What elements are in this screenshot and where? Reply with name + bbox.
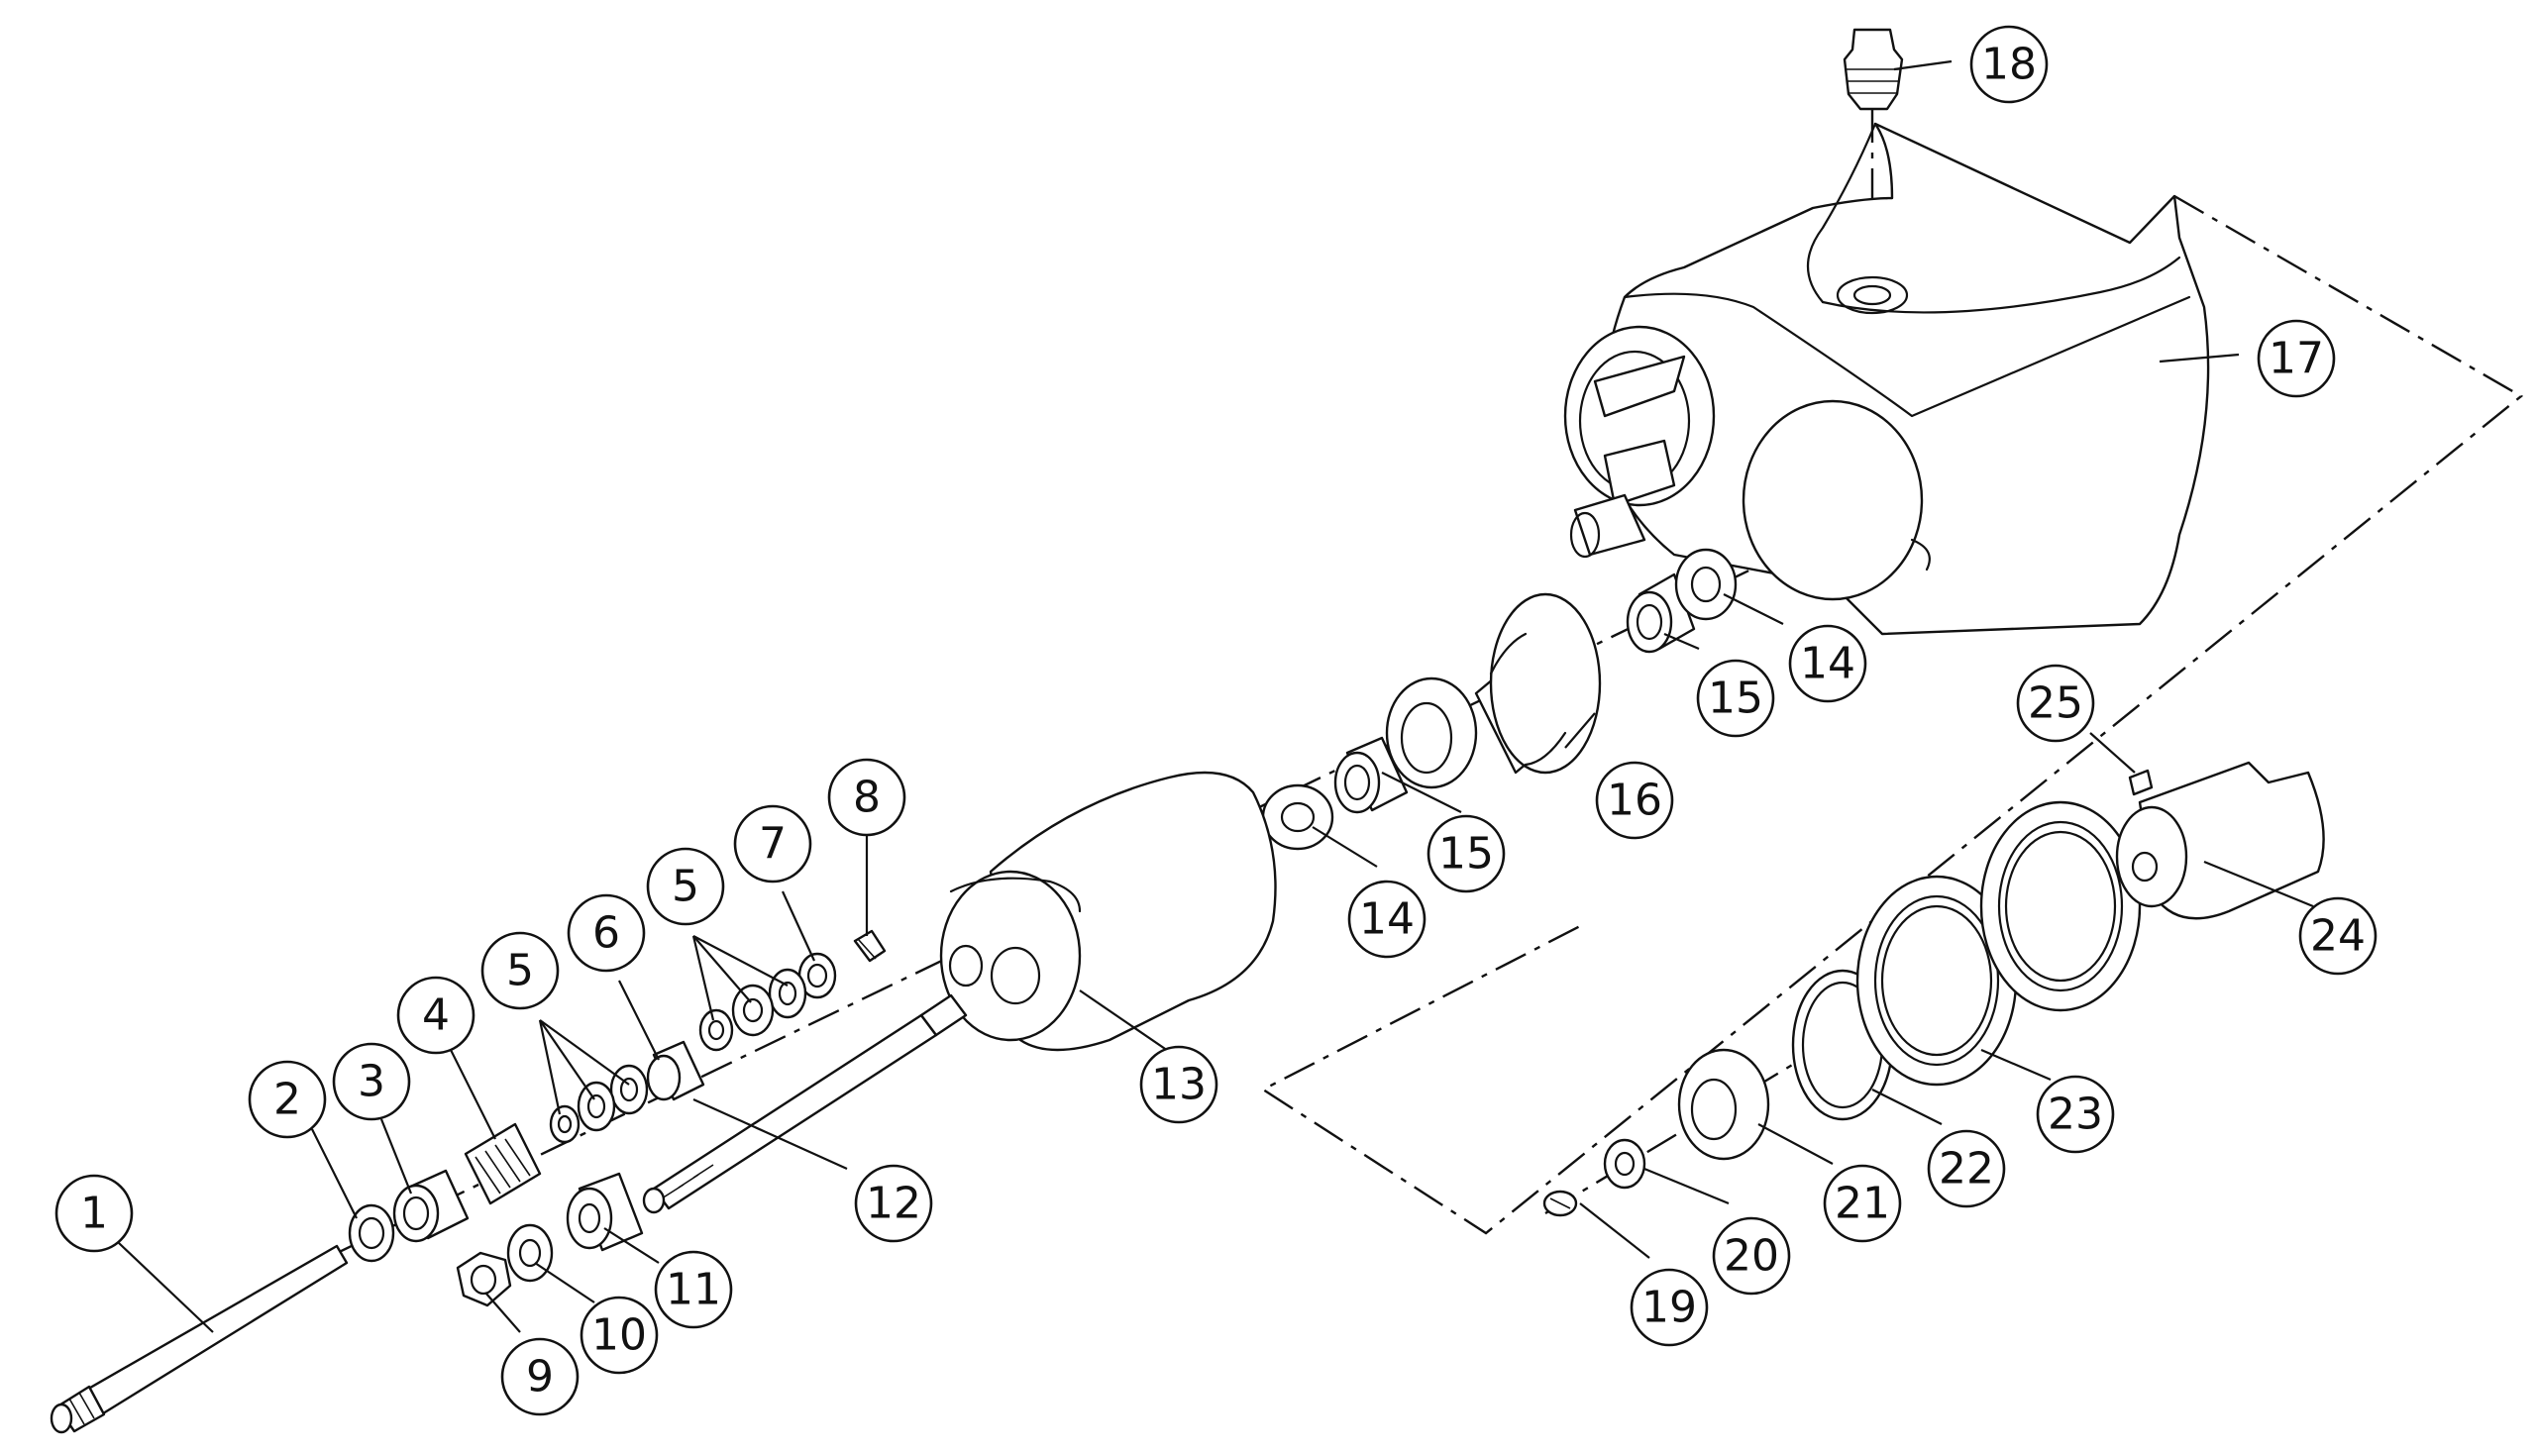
- needle-bearing-3-part: [392, 1169, 470, 1243]
- callout-17: 17: [2257, 319, 2336, 398]
- svg-text:16: 16: [1607, 776, 1662, 826]
- svg-text:13: 13: [1151, 1060, 1207, 1110]
- callout-15-lower: 15: [1426, 814, 1506, 893]
- callout-3: 3: [332, 1042, 411, 1121]
- compound-gear-part: [1385, 592, 1602, 789]
- svg-text:1: 1: [80, 1189, 108, 1239]
- motor-housing-part: [939, 771, 1277, 1052]
- callout-10: 10: [580, 1296, 659, 1375]
- small-screw-part: [853, 929, 887, 963]
- ball-bearing-23b-part: [1979, 800, 2142, 1012]
- needle-bearing-lower-part: [1333, 736, 1409, 814]
- subassembly-dashed-outline: [1260, 194, 2524, 1235]
- callout-21: 21: [1823, 1164, 1902, 1243]
- callout-2: 2: [248, 1060, 327, 1139]
- svg-text:22: 22: [1939, 1144, 1994, 1195]
- needle-bearing-upper-part: [1626, 572, 1696, 654]
- callout-5b: 5: [646, 847, 725, 926]
- callout-25: 25: [2016, 664, 2095, 743]
- callout-19: 19: [1630, 1268, 1709, 1347]
- callout-20: 20: [1712, 1216, 1791, 1296]
- svg-text:14: 14: [1359, 894, 1415, 945]
- callout-11: 11: [654, 1250, 733, 1329]
- pinion-gear-4-part: [464, 1122, 542, 1205]
- callout-23: 23: [2036, 1075, 2115, 1154]
- grease-fitting-part: [1843, 28, 1904, 111]
- output-gear-21-part: [1677, 1048, 1770, 1161]
- svg-text:11: 11: [666, 1265, 721, 1315]
- svg-text:9: 9: [526, 1352, 554, 1403]
- svg-text:15: 15: [1438, 829, 1494, 880]
- svg-text:21: 21: [1835, 1179, 1890, 1229]
- ball-bearing-5a-part: [698, 968, 807, 1052]
- drive-shaft-part: [642, 993, 968, 1214]
- callout-6: 6: [567, 893, 646, 973]
- callout-24: 24: [2298, 896, 2378, 976]
- svg-text:7: 7: [759, 819, 787, 870]
- screw-19-part: [1542, 1190, 1578, 1217]
- svg-text:5: 5: [506, 946, 534, 996]
- svg-text:6: 6: [592, 908, 620, 959]
- svg-text:25: 25: [2028, 678, 2083, 729]
- callout-12: 12: [854, 1164, 933, 1243]
- svg-text:18: 18: [1981, 40, 2037, 90]
- svg-text:12: 12: [866, 1179, 921, 1229]
- svg-text:14: 14: [1800, 639, 1855, 689]
- thrust-washer-lower-part: [1261, 783, 1334, 851]
- thrust-washer-upper-part: [1674, 548, 1738, 621]
- callout-4: 4: [396, 976, 476, 1055]
- svg-text:17: 17: [2269, 334, 2324, 384]
- svg-text:23: 23: [2048, 1090, 2103, 1140]
- key-25-part: [2128, 769, 2154, 796]
- svg-text:4: 4: [422, 990, 450, 1041]
- svg-text:5: 5: [672, 862, 699, 912]
- bearing-sleeve-6-part: [646, 1040, 705, 1101]
- ball-bearing-5b-part: [549, 1064, 649, 1144]
- hex-nut-part: [456, 1251, 512, 1307]
- lock-washer-part: [506, 1223, 554, 1283]
- callout-22: 22: [1927, 1129, 2006, 1208]
- callout-5a: 5: [480, 931, 560, 1010]
- svg-text:2: 2: [273, 1075, 301, 1125]
- washer-20-part: [1603, 1138, 1646, 1190]
- svg-text:19: 19: [1641, 1283, 1697, 1333]
- output-spindle-24-part: [2115, 761, 2325, 920]
- washer-2-part: [348, 1203, 395, 1263]
- callout-7: 7: [733, 804, 812, 884]
- callout-14-lower: 14: [1347, 880, 1426, 959]
- svg-text:10: 10: [591, 1310, 647, 1361]
- callout-18: 18: [1969, 25, 2049, 104]
- input-spindle-part: [50, 1244, 349, 1434]
- svg-text:24: 24: [2310, 911, 2366, 962]
- gear-housing-part: [1563, 122, 2210, 636]
- callout-1: 1: [54, 1174, 134, 1253]
- callout-8: 8: [827, 758, 906, 837]
- callout-13: 13: [1139, 1045, 1218, 1124]
- leader-lines: [118, 59, 2314, 1333]
- callout-15-upper: 15: [1696, 659, 1775, 738]
- svg-text:3: 3: [358, 1057, 385, 1107]
- spacer-part: [566, 1172, 644, 1252]
- callout-16: 16: [1595, 761, 1674, 840]
- callout-9: 9: [500, 1337, 580, 1416]
- svg-text:20: 20: [1724, 1231, 1779, 1282]
- callout-14-upper: 14: [1788, 624, 1867, 703]
- svg-text:8: 8: [853, 773, 881, 823]
- svg-text:15: 15: [1708, 674, 1763, 724]
